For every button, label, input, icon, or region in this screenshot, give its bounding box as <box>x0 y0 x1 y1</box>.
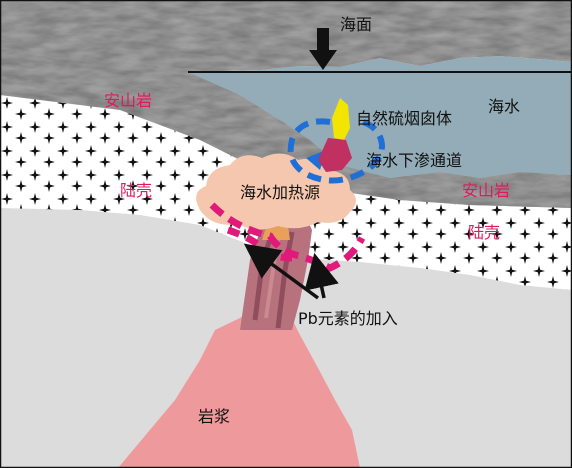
seawater-heat-source-label: 海水加热源 <box>240 183 320 202</box>
sea-surface-arrow <box>309 28 337 70</box>
crust-label-right: 陆壳 <box>468 223 500 242</box>
seawater-infiltration-label: 海水下渗通道 <box>366 151 462 170</box>
seawater-label: 海水 <box>488 97 520 116</box>
magma-body <box>118 298 360 468</box>
crust-label-left: 陆壳 <box>120 181 152 200</box>
sea-surface-label: 海面 <box>340 15 372 34</box>
seawater-infiltration-channel <box>287 117 386 184</box>
pb-addition-label: Pb元素的加入 <box>298 309 398 328</box>
native-sulfur-chimney <box>332 98 350 140</box>
andesite-layer <box>0 0 572 208</box>
magma-label: 岩浆 <box>198 407 230 426</box>
native-sulfur-chimney-label: 自然硫烟囱体 <box>356 109 452 128</box>
pb-arrow-right <box>304 252 339 299</box>
andesite-label-right: 安山岩 <box>462 181 510 200</box>
heat-source-cloud <box>196 153 356 230</box>
andesite-label-left: 安山岩 <box>104 91 152 110</box>
chimney-base <box>318 138 352 172</box>
conduit-streak <box>275 231 295 329</box>
